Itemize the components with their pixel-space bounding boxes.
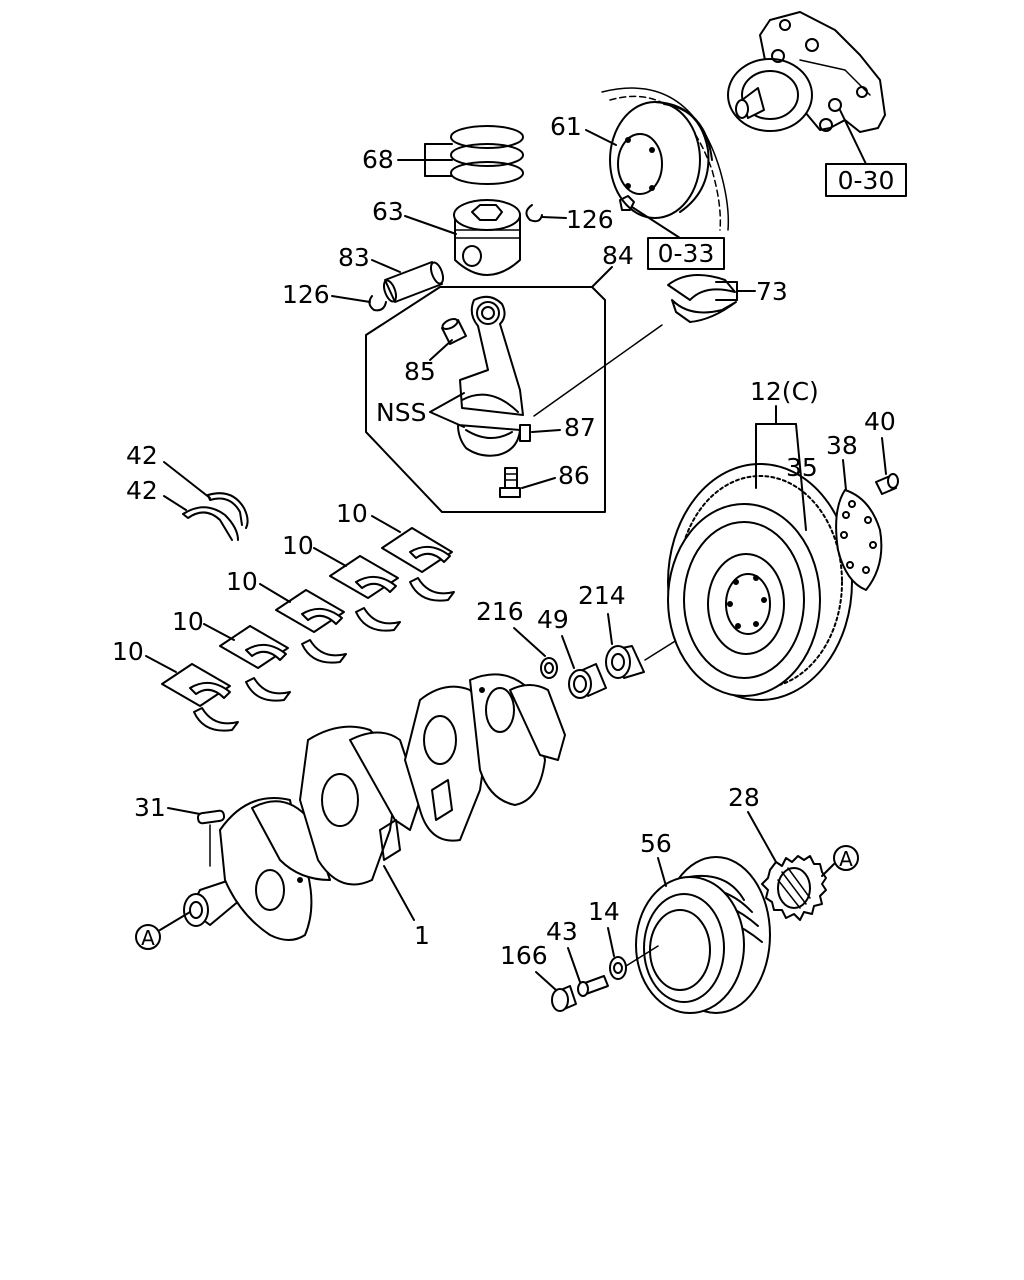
water-pump-drawing bbox=[727, 11, 886, 133]
ref-box-0-33[interactable]: 0-33 bbox=[647, 237, 725, 270]
part-label-10b: 10 bbox=[282, 531, 314, 560]
part-label-86: 86 bbox=[558, 461, 590, 490]
main-bearing-10e bbox=[161, 663, 239, 732]
part-label-14: 14 bbox=[588, 897, 620, 926]
ref-label-0-33: 0-33 bbox=[658, 239, 715, 268]
key-31-drawing bbox=[196, 809, 226, 825]
part-label-126-lower: 126 bbox=[282, 280, 330, 309]
main-bearing-10a bbox=[381, 527, 455, 602]
connecting-rod-drawing bbox=[457, 295, 524, 457]
ref-label-0-30: 0-30 bbox=[838, 166, 895, 195]
part-label-42-upper: 42 bbox=[126, 441, 158, 470]
part-label-85: 85 bbox=[404, 357, 436, 386]
flywheel-drawing bbox=[667, 463, 853, 701]
part-label-38: 38 bbox=[826, 431, 858, 460]
spacer-216-drawing bbox=[540, 657, 558, 679]
part-label-1: 1 bbox=[414, 921, 430, 950]
marker-a-left: A bbox=[135, 924, 161, 950]
part-label-43: 43 bbox=[546, 917, 578, 946]
part-label-10a: 10 bbox=[336, 499, 368, 528]
bearing-49-drawing bbox=[568, 663, 607, 699]
bolt-43-drawing bbox=[577, 975, 609, 997]
piston-pin-83-drawing bbox=[382, 261, 445, 303]
part-label-68: 68 bbox=[362, 145, 394, 174]
small-end-bush-85-drawing bbox=[441, 318, 467, 345]
part-label-87: 87 bbox=[564, 413, 596, 442]
plate-38-drawing bbox=[835, 489, 883, 591]
part-label-63: 63 bbox=[372, 197, 404, 226]
cap-166-drawing bbox=[551, 985, 577, 1012]
part-label-40: 40 bbox=[864, 407, 896, 436]
bolt-86-drawing bbox=[499, 467, 521, 498]
marker-a-right: A bbox=[833, 845, 859, 871]
part-label-42-lower: 42 bbox=[126, 476, 158, 505]
part-label-166: 166 bbox=[500, 941, 548, 970]
part-label-12c: 12(C) bbox=[750, 377, 819, 406]
part-label-214: 214 bbox=[578, 581, 626, 610]
piston-rings-68-drawing bbox=[450, 125, 524, 185]
crankshaft-drawing bbox=[183, 673, 566, 941]
part-label-84: 84 bbox=[602, 241, 634, 270]
part-label-61: 61 bbox=[550, 112, 582, 141]
part-label-73: 73 bbox=[756, 277, 788, 306]
pin-87-drawing bbox=[519, 424, 531, 442]
piston-63-drawing bbox=[453, 199, 521, 276]
circlip-126-lower-drawing bbox=[368, 295, 387, 312]
part-label-49: 49 bbox=[537, 605, 569, 634]
part-label-56: 56 bbox=[640, 829, 672, 858]
part-label-83: 83 bbox=[338, 243, 370, 272]
part-label-31: 31 bbox=[134, 793, 166, 822]
conrod-assembly-frame bbox=[365, 286, 606, 513]
bearing-214-drawing bbox=[605, 645, 645, 679]
marker-a-left-label: A bbox=[141, 926, 155, 950]
circlip-126-upper-drawing bbox=[525, 204, 543, 223]
part-label-216: 216 bbox=[476, 597, 524, 626]
main-bearing-10c bbox=[275, 589, 347, 664]
thrust-washers-42-drawing bbox=[182, 492, 249, 541]
gear-28-drawing bbox=[761, 855, 827, 921]
part-label-126-upper: 126 bbox=[566, 205, 614, 234]
leader-0-33 bbox=[631, 206, 681, 239]
bolt-40-drawing bbox=[875, 473, 899, 495]
main-bearing-10b bbox=[329, 555, 401, 632]
main-bearing-10d bbox=[219, 625, 291, 702]
leader-0-30 bbox=[839, 109, 867, 165]
damper-pulley-56-drawing bbox=[635, 856, 771, 1014]
part-label-10e: 10 bbox=[112, 637, 144, 666]
part-label-10c: 10 bbox=[226, 567, 258, 596]
pulley-61-drawing bbox=[601, 87, 730, 231]
part-label-28: 28 bbox=[728, 783, 760, 812]
washer-14-drawing bbox=[609, 956, 627, 980]
part-label-nss: NSS bbox=[376, 398, 426, 427]
part-label-10d: 10 bbox=[172, 607, 204, 636]
ref-box-0-30[interactable]: 0-30 bbox=[825, 163, 907, 197]
marker-a-right-label: A bbox=[839, 847, 853, 871]
